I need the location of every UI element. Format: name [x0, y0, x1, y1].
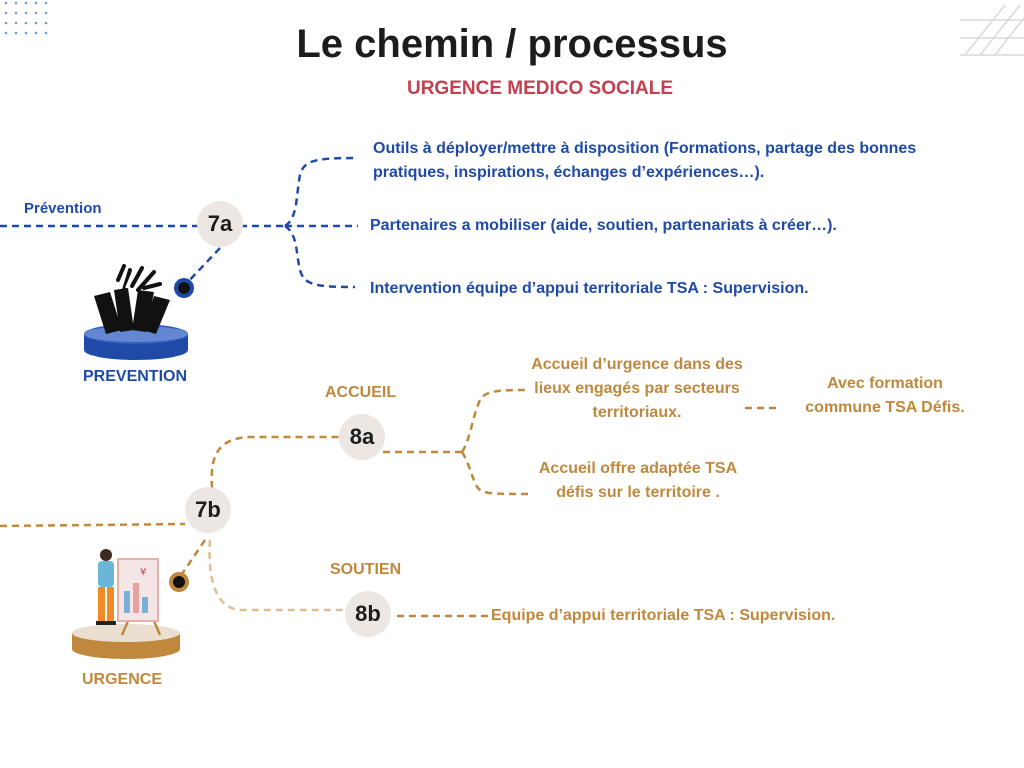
prevention-branch-label: Prévention [24, 200, 102, 217]
accueil-item-offre: Accueil offre adaptée TSA défis sur le t… [538, 460, 738, 501]
page-subtitle: URGENCE MEDICO SOCIALE [406, 78, 674, 99]
line-to-item-intervention [284, 224, 356, 289]
line-7b-to-urgence-icon [180, 539, 207, 575]
node-7a: 7a [197, 201, 243, 247]
line-to-accueil-item2 [460, 451, 533, 496]
grid-lines-decoration [960, 4, 1024, 56]
soutien-label: SOUTIEN [330, 561, 402, 578]
line-7a-to-prevention-icon [184, 247, 221, 286]
prevention-connector-dot [174, 278, 194, 298]
line-to-accueil-item1 [460, 388, 526, 453]
node-7b: 7b [185, 487, 231, 533]
accueil-note-formation: Avec formation commune TSA Défis. [805, 375, 965, 416]
node-8a: 8a [339, 414, 385, 460]
svg-text:¥: ¥ [140, 567, 146, 578]
prevention-item-partenaires: Partenaires a mobiliser (aide, soutien, … [370, 217, 837, 234]
page-title: Le chemin / processus [296, 22, 728, 66]
accueil-label: ACCUEIL [325, 384, 397, 401]
urgence-icon: ¥ [72, 549, 180, 659]
prevention-item-outils: Outils à déployer/mettre à disposition (… [373, 140, 917, 181]
line-to-item-outils [284, 156, 359, 228]
soutien-item: Equipe d’appui territoriale TSA : Superv… [491, 607, 836, 624]
prevention-caption: PREVENTION [83, 368, 188, 385]
dot-grid-decoration [4, 1, 48, 35]
prevention-icon [84, 264, 188, 360]
node-8b: 8b [345, 591, 391, 637]
prevention-item-intervention: Intervention équipe d’appui territoriale… [370, 280, 809, 297]
line-7b-to-8a [210, 435, 340, 489]
line-7b-to-8b [208, 539, 345, 612]
urgence-connector-dot [169, 572, 189, 592]
accueil-item-urgence: Accueil d’urgence dans des lieux engagés… [531, 356, 743, 421]
urgence-branch-line [0, 522, 186, 528]
urgence-caption: URGENCE [82, 671, 163, 688]
